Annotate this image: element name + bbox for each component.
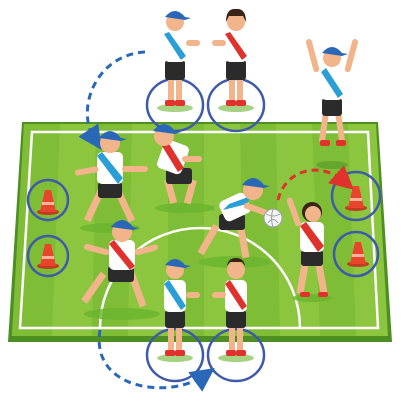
player-figure: [286, 197, 332, 302]
player-figure: [212, 8, 254, 112]
boundary-line: [18, 130, 380, 330]
center-arc: [98, 226, 302, 329]
player-figure: [153, 124, 215, 213]
player-figure: [305, 39, 359, 169]
dashed-arrow-icon: [78, 50, 355, 392]
soccer-field: [8, 122, 392, 342]
traffic-cone-icon: [37, 186, 369, 269]
player-figure: [74, 131, 148, 233]
player-figure: [157, 11, 200, 112]
player-figure: [81, 220, 160, 320]
player-figure: [212, 258, 254, 362]
player-figure: [157, 259, 200, 362]
volleyball-icon: [263, 208, 283, 228]
